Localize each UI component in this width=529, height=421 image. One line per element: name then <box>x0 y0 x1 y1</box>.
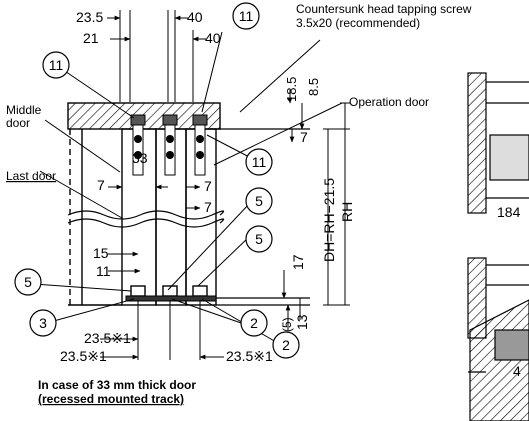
dimension-lines <box>100 10 350 360</box>
dim-7-right: 7 <box>300 129 308 145</box>
dim-23-5-b1: 23.5※1 <box>84 330 131 346</box>
callout-3-text: 3 <box>39 315 47 331</box>
dim-15: 15 <box>93 245 109 261</box>
callout-2-a-text: 2 <box>250 315 258 331</box>
callout-11-top-text: 11 <box>239 8 254 24</box>
dim-23-5-top: 23.5 <box>76 9 103 25</box>
dim-40-top: 40 <box>187 9 203 25</box>
dim-17: 17 <box>290 254 306 270</box>
callouts <box>14 2 300 359</box>
callout-5-b <box>245 225 273 253</box>
dim-4: 4 <box>513 363 521 379</box>
caption-line1: In case of 33 mm thick door <box>38 378 196 392</box>
callout-11-right-text: 11 <box>252 154 267 170</box>
dim-23-5-b3: 23.5※1 <box>226 348 273 364</box>
labels: Countersunk head tapping screw 3.5x20 (r… <box>6 2 472 406</box>
dim-21: 21 <box>83 30 99 46</box>
middle-door-label-2: door <box>6 116 30 130</box>
last-door-label: Last door <box>6 169 56 183</box>
dim-7-a: 7 <box>97 177 105 193</box>
callout-2-b-text: 2 <box>282 337 290 353</box>
dim-rh: RH <box>339 202 355 222</box>
dim-5-paren: (5) <box>280 317 294 332</box>
callout-5-b-text: 5 <box>255 231 263 247</box>
operation-door-label: Operation door <box>349 95 429 109</box>
dim-dh-formula: DH=RH−21.5 <box>321 178 337 262</box>
callout-11-left <box>42 51 70 79</box>
dimension-values: 23.5 40 21 40 18.5 8.5 7 7 33 7 7 15 11 … <box>60 9 521 379</box>
dim-40-second: 40 <box>205 30 221 46</box>
dim-11: 11 <box>96 263 111 279</box>
callout-5-a-text: 5 <box>255 193 263 209</box>
callout-5-left <box>14 268 42 296</box>
dim-18-5: 18.5 <box>284 77 299 102</box>
dim-8-5: 8.5 <box>306 78 321 96</box>
dim-23-5-b2: 23.5※1 <box>60 348 107 364</box>
callout-5-left-text: 5 <box>24 274 32 290</box>
dim-33: 33 <box>132 150 148 166</box>
dim-13: 13 <box>294 314 310 330</box>
callout-2-b <box>272 331 300 359</box>
dim-7-c: 7 <box>204 199 212 215</box>
dim-184: 184 <box>497 204 521 220</box>
screw-label-line2: 3.5x20 (recommended) <box>296 16 420 30</box>
bottom-guides <box>125 285 217 302</box>
callout-numbers: 11 11 11 5 5 5 3 2 2 <box>24 8 290 353</box>
callout-5-a <box>245 187 273 215</box>
callout-3 <box>29 309 57 337</box>
callout-11-left-text: 11 <box>49 57 64 73</box>
caption-line2: (recessed mounted track) <box>38 392 184 406</box>
callout-11-right <box>245 148 273 176</box>
callout-2-a <box>240 309 268 337</box>
leader-lines <box>33 31 343 343</box>
middle-door-label-1: Middle <box>6 103 42 117</box>
roller-hangers <box>130 114 208 176</box>
right-detail-views <box>467 72 529 421</box>
dim-7-b: 7 <box>204 178 212 194</box>
screw-label-line1: Countersunk head tapping screw <box>296 2 472 16</box>
callout-11-top <box>232 2 260 30</box>
